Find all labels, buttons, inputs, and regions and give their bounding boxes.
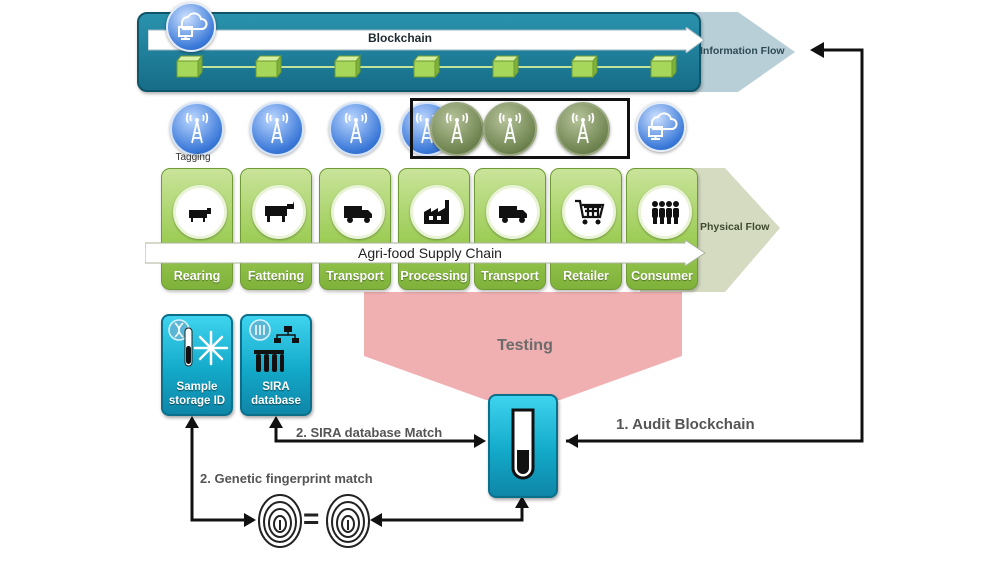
- sira-label-line2: database: [251, 395, 301, 407]
- sira-connector: [274, 424, 478, 443]
- test-tube-icon: [511, 408, 535, 480]
- test-tubes-network-icon: [249, 319, 299, 372]
- block-icon: [491, 54, 520, 79]
- sira-label-line1: SIRA: [262, 381, 290, 393]
- truck-icon: [486, 185, 540, 239]
- cattle-icon: [252, 185, 306, 239]
- information-flow-label: Information Flow: [700, 45, 785, 57]
- sample-storage-label-line1: Sample: [176, 381, 218, 393]
- stage-consumer: Consumer: [626, 168, 698, 290]
- equals-sign: =: [303, 503, 320, 534]
- block-icon: [254, 54, 283, 79]
- dna-snowflake-icon: [168, 319, 229, 367]
- highlight-frame: [410, 98, 630, 159]
- arrowhead: [244, 513, 256, 527]
- blockchain-band: [137, 12, 701, 92]
- arrowhead: [515, 496, 529, 508]
- stage-label: Processing: [400, 269, 468, 283]
- stage-transport: Transport: [319, 168, 391, 290]
- genetic-match-label: 2. Genetic fingerprint match: [200, 471, 373, 486]
- people-icon: [638, 185, 692, 239]
- arrowhead: [810, 42, 824, 58]
- stage-processing: Processing: [398, 168, 470, 290]
- supply-chain-title: Agri-food Supply Chain: [358, 245, 502, 261]
- stage-retailer: Retailer: [550, 168, 622, 290]
- shopping-cart-icon: [562, 185, 616, 239]
- stage-label: Rearing: [173, 269, 221, 283]
- stage-label: Consumer: [631, 269, 693, 283]
- stage-label: Retailer: [563, 269, 609, 283]
- block-icon: [570, 54, 599, 79]
- signal-tower-icon: [250, 102, 304, 156]
- testing-label: Testing: [497, 337, 553, 354]
- signal-tower-icon: [170, 102, 224, 156]
- arrowhead: [185, 416, 199, 428]
- stage-transport: Transport: [474, 168, 546, 290]
- arrowhead: [269, 416, 283, 428]
- tagging-label: Tagging: [175, 152, 211, 163]
- blockchain-title: Blockchain: [367, 31, 433, 45]
- cloud-computer-icon: [166, 2, 216, 52]
- arrowhead: [474, 434, 486, 448]
- genetic-connector-right: [382, 506, 524, 522]
- genetic-connector-left: [190, 424, 244, 522]
- sample-storage-label-line2: storage ID: [168, 395, 226, 407]
- sira-match-label: 2. SIRA database Match: [296, 425, 443, 440]
- factory-icon: [410, 185, 464, 239]
- blockchain-arrow: [148, 27, 705, 53]
- cloud-computer-icon: [636, 102, 686, 152]
- audit-connector: [566, 48, 864, 443]
- sample-storage-tank: Sample storage ID: [161, 314, 233, 416]
- test-tube-tank: [488, 394, 558, 498]
- block-icon: [175, 54, 204, 79]
- stage-rearing: Rearing: [161, 168, 233, 290]
- stage-fattening: Fattening: [240, 168, 312, 290]
- arrowhead: [566, 434, 578, 448]
- audit-blockchain-label: 1. Audit Blockchain: [616, 416, 755, 433]
- fingerprint-icon: [326, 494, 370, 548]
- signal-tower-icon: [556, 102, 610, 156]
- sira-database-tank: SIRA database: [240, 314, 312, 416]
- physical-flow-label: Physical Flow: [700, 221, 770, 233]
- cow-icon: [173, 185, 227, 239]
- stage-label: Transport: [481, 269, 539, 283]
- block-icon: [649, 54, 678, 79]
- block-icon: [333, 54, 362, 79]
- testing-funnel: [364, 292, 682, 400]
- fingerprint-icon: [258, 494, 302, 548]
- signal-tower-icon: [483, 102, 537, 156]
- stage-label: Transport: [326, 269, 384, 283]
- block-icon: [412, 54, 441, 79]
- arrowhead: [370, 513, 382, 527]
- stage-label: Fattening: [247, 269, 305, 283]
- supply-chain-arrow: [145, 240, 706, 266]
- truck-icon: [331, 185, 385, 239]
- signal-tower-icon: [329, 102, 383, 156]
